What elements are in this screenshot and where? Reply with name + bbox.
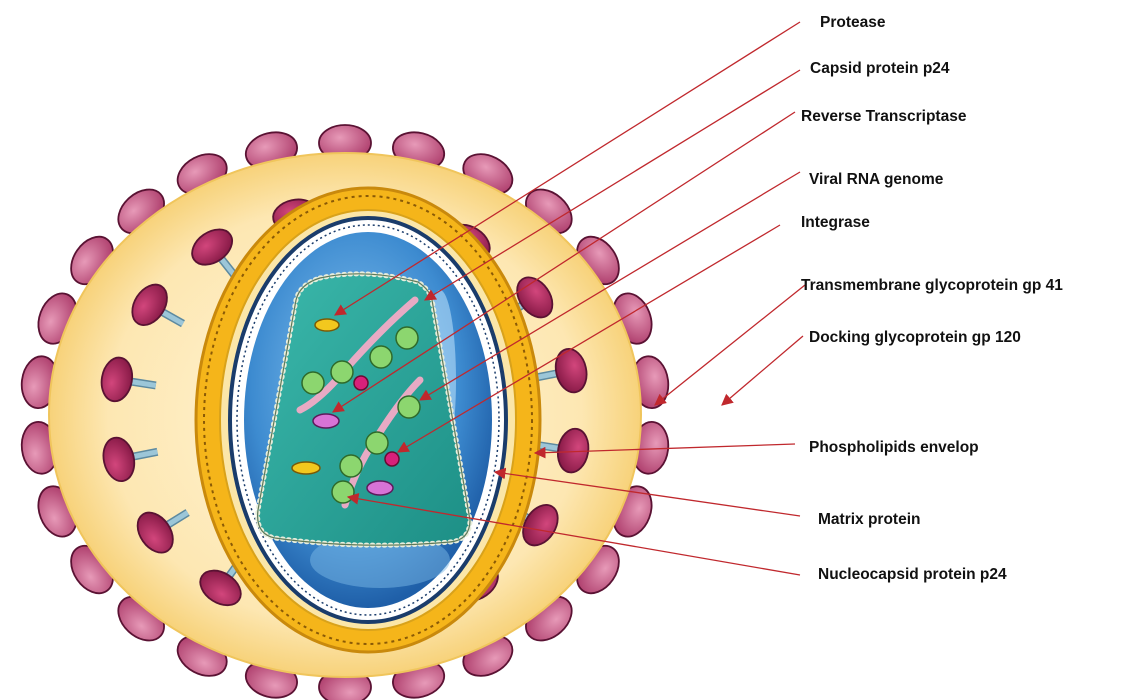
label-matrix-protein: Matrix protein xyxy=(818,511,920,528)
label-integrase: Integrase xyxy=(801,214,870,231)
rna-bead xyxy=(370,346,392,368)
gp41-leader xyxy=(655,285,805,405)
rna-bead xyxy=(396,327,418,349)
rna-bead xyxy=(366,432,388,454)
gp120-leader xyxy=(722,336,803,405)
rna-bead xyxy=(340,455,362,477)
rna-bead xyxy=(332,481,354,503)
protease-molecule xyxy=(292,462,320,474)
reverse-transcriptase-molecule xyxy=(313,414,339,428)
label-gp120: Docking glycoprotein gp 120 xyxy=(809,329,1021,346)
reverse-transcriptase-molecule xyxy=(367,481,393,495)
label-protease: Protease xyxy=(820,14,886,31)
integrase-molecule xyxy=(354,376,368,390)
label-gp41: Transmembrane glycoprotein gp 41 xyxy=(801,277,1063,294)
protease-molecule xyxy=(315,319,339,331)
label-reverse-transcriptase: Reverse Transcriptase xyxy=(801,108,967,125)
label-nucleocapsid-protein: Nucleocapsid protein p24 xyxy=(818,566,1007,583)
label-phospholipid-envelope: Phospholipids envelop xyxy=(809,439,979,456)
label-capsid-protein: Capsid protein p24 xyxy=(810,60,950,77)
rna-bead xyxy=(302,372,324,394)
labels: Protease Capsid protein p24 Reverse Tran… xyxy=(801,14,1063,583)
label-viral-rna-genome: Viral RNA genome xyxy=(809,171,944,188)
rna-bead xyxy=(331,361,353,383)
rna-bead xyxy=(398,396,420,418)
integrase-molecule xyxy=(385,452,399,466)
